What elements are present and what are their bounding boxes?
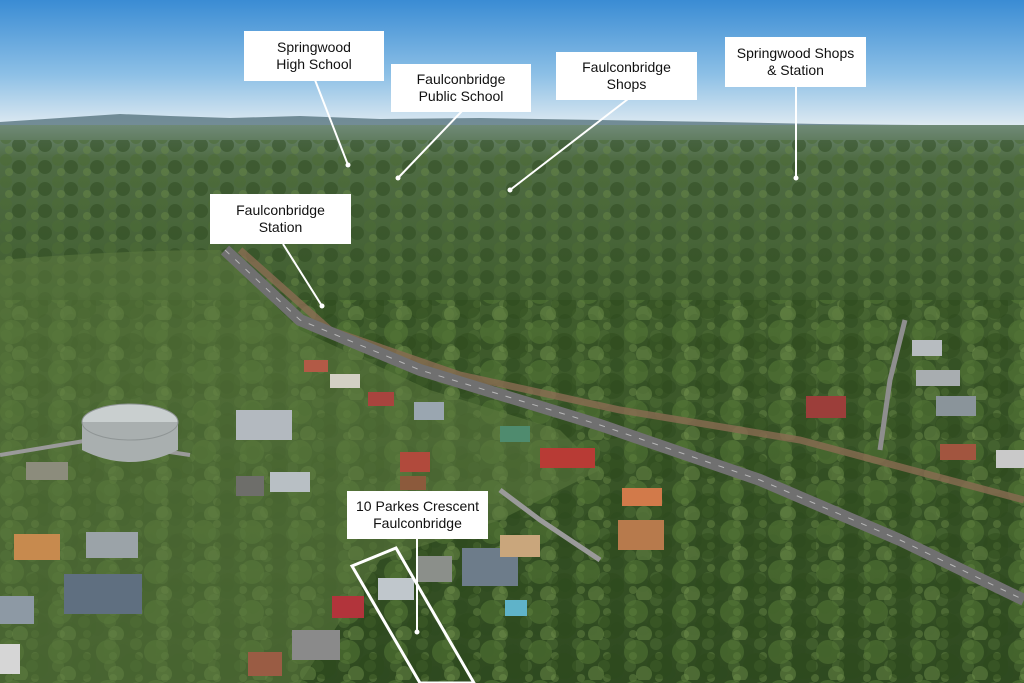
leader-station	[282, 243, 323, 307]
callout-faulconbridge-shops: Faulconbridge Shops	[556, 52, 697, 100]
leader-public-school	[397, 110, 463, 179]
callout-line: Springwood	[277, 39, 351, 55]
callout-line: 10 Parkes Crescent	[356, 498, 479, 514]
callout-line: Faulconbridge	[236, 202, 325, 218]
houses	[0, 340, 1024, 676]
callout-line: Shops	[606, 76, 647, 92]
callout-line: Springwood Shops	[736, 45, 855, 61]
callout-property-address: 10 Parkes Crescent Faulconbridge	[347, 491, 488, 539]
callout-line: Station	[258, 219, 303, 235]
leader-high-school	[314, 79, 349, 166]
callout-springwood-high-school: Springwood High School	[244, 31, 384, 81]
callout-line: Faulconbridge	[373, 515, 462, 531]
callout-line: Faulconbridge	[416, 71, 506, 87]
railway	[237, 247, 1024, 504]
callout-line: & Station	[767, 62, 824, 78]
callout-line: Faulconbridge	[582, 59, 671, 75]
callout-line: High School	[276, 56, 352, 72]
leader-lines	[282, 79, 797, 632]
callout-springwood-shops-station: Springwood Shops & Station	[725, 37, 866, 87]
leader-shops	[509, 98, 629, 191]
property-boundary	[349, 546, 476, 683]
callout-faulconbridge-public-school: Faulconbridge Public School	[391, 64, 531, 112]
callout-line: Public School	[418, 88, 504, 104]
callout-faulconbridge-station: Faulconbridge Station	[210, 194, 351, 244]
